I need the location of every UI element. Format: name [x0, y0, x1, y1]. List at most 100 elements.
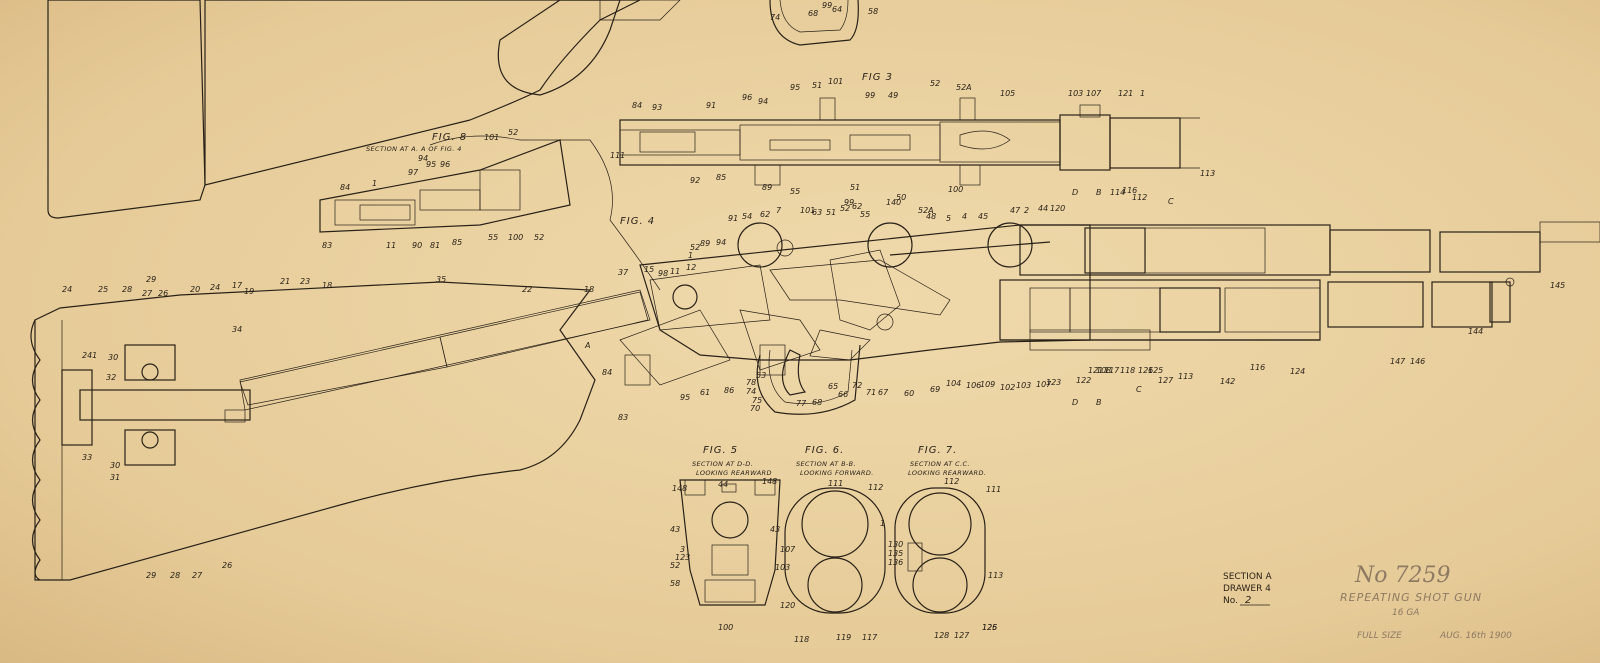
part-number-label: 47 [1010, 206, 1021, 215]
part-number-label: 118 [794, 635, 809, 644]
figure-titles: FIG 3 FIG. 4 FIG. 5 FIG. 6. FIG. 7. FIG.… [432, 72, 957, 456]
part-number-label: 54 [742, 212, 752, 221]
part-number-label: 17 [232, 281, 243, 290]
part-number-label: 109 [980, 380, 995, 389]
part-number-label: 148 [762, 477, 777, 486]
part-number-label: 52 [840, 204, 850, 213]
figure-8-section [319, 135, 661, 291]
part-number-label: 24 [62, 285, 72, 294]
section-letter-c-bottom: C [1136, 385, 1142, 394]
part-number-label: 94 [758, 97, 768, 106]
part-number-label: 112 [868, 483, 883, 492]
part-number-label: 27 [142, 289, 153, 298]
fig5-caption-2: LOOKING REARWARD [696, 469, 772, 477]
part-number-label: 117 [862, 633, 878, 642]
part-number-label: 75 [752, 396, 762, 405]
part-number-label: 113 [1200, 169, 1215, 178]
part-number-label: 121 [1088, 366, 1103, 375]
part-number-label: 140 [886, 198, 901, 207]
part-number-label: 107 [1036, 380, 1052, 389]
part-number-label: 118 [1120, 366, 1135, 375]
part-number-label: 51 [826, 208, 836, 217]
fig6-caption-1: SECTION AT B-B. [796, 460, 856, 468]
part-number-label: 31 [110, 473, 120, 482]
part-number-label: 117 [1104, 366, 1120, 375]
part-number-label: 130 [888, 540, 903, 549]
part-number-label: 71 [866, 388, 876, 397]
part-number-label: 44 [718, 480, 728, 489]
part-number-label: 7 [776, 206, 782, 215]
fig8-title: FIG. 8 [432, 132, 467, 143]
section-letter-b-bottom: B [1096, 398, 1102, 407]
part-number-label: 29 [146, 275, 156, 284]
part-number-label: 84 [602, 368, 612, 377]
part-number-label: 45 [978, 212, 988, 221]
part-number-label: 99 [844, 198, 854, 207]
part-number-label: 23 [300, 277, 310, 286]
part-number-label: 91 [706, 101, 716, 110]
part-number-label: 49 [888, 91, 898, 100]
part-number-label: 89 [700, 239, 710, 248]
part-number-label: 142 [1220, 377, 1235, 386]
barrel-magazine [999, 221, 1600, 351]
figure-5-section [679, 479, 781, 606]
part-number-label: 52A [956, 83, 972, 92]
part-number-label: 64 [832, 5, 842, 14]
part-number-label: 4 [962, 212, 967, 221]
figure-captions: SECTION AT A. A OF FIG. 4 SECTION AT D-D… [366, 145, 986, 477]
fig7-caption-2: LOOKING REARWARD. [908, 469, 986, 477]
part-number-label: 55 [790, 187, 800, 196]
part-number-label: 98 [658, 269, 668, 278]
part-number-label: 104 [946, 379, 961, 388]
part-number-label: 35 [436, 275, 446, 284]
part-number-label: 63 [812, 208, 822, 217]
section-letter-a: A [584, 341, 590, 350]
part-number-label: 105 [1000, 89, 1015, 98]
part-number-label: 50 [896, 193, 906, 202]
part-number-label: 94 [418, 154, 428, 163]
part-number-label: 90 [412, 241, 422, 250]
part-number-label: 28 [170, 571, 180, 580]
part-number-label: 119 [836, 633, 851, 642]
part-number-label: 18 [322, 281, 332, 290]
part-number-label: 95 [426, 160, 436, 169]
fig7-title: FIG. 7. [918, 445, 957, 456]
part-number-label: 111 [986, 485, 1001, 494]
part-number-label: 146 [1410, 357, 1425, 366]
part-number-label: 101 [484, 133, 499, 142]
part-number-label: 127 [954, 631, 970, 640]
part-number-label: 61 [700, 388, 710, 397]
part-number-label: 102 [1000, 383, 1015, 392]
part-number-label: 19 [244, 287, 254, 296]
part-number-label: 43 [670, 525, 680, 534]
part-number-label: 100 [508, 233, 523, 242]
part-number-label: 21 [280, 277, 290, 286]
part-number-label: 101 [828, 77, 843, 86]
part-number-label: 15 [644, 265, 654, 274]
part-number-label: 52 [534, 233, 544, 242]
part-number-label: 52A [918, 206, 934, 215]
part-number-label: 107 [1086, 89, 1102, 98]
part-number-label: 20 [190, 285, 200, 294]
fig3-title: FIG 3 [862, 72, 893, 83]
part-number-label: 85 [716, 173, 726, 182]
part-number-label: 96 [742, 93, 752, 102]
part-number-label: 74 [770, 13, 780, 22]
part-number-label: 100 [948, 185, 963, 194]
part-number-label: 26 [222, 561, 232, 570]
part-number-label: 22 [522, 285, 532, 294]
part-number-label: 34 [232, 325, 242, 334]
part-number-label: 92 [690, 176, 700, 185]
part-number-label: 52 [690, 243, 700, 252]
part-number-label: 67 [878, 388, 889, 397]
part-number-label: 70 [750, 404, 760, 413]
section-letters: A B B C C D D [584, 188, 1174, 407]
part-number-label: 3 [680, 545, 685, 554]
part-number-label: 11 [386, 241, 396, 250]
part-number-label: 127 [1158, 376, 1174, 385]
